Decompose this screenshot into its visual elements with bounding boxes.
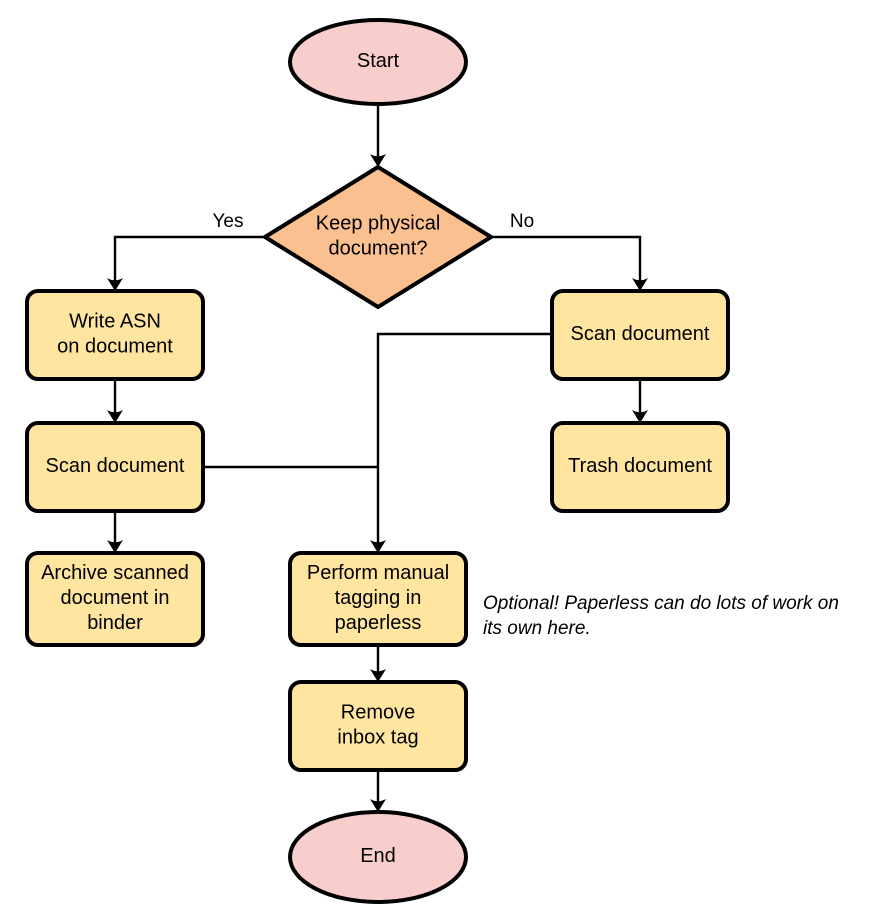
process-shape: [550, 421, 730, 513]
edge-decision-no: [491, 235, 648, 291]
decision-shape: [263, 165, 493, 309]
node-start[interactable]: Start: [288, 18, 468, 106]
edge-remove-to-end: [370, 770, 386, 812]
edge-start-to-decision: [370, 104, 386, 167]
arrowhead-icon: [632, 410, 648, 423]
node-trash-document[interactable]: Trash document: [550, 421, 730, 513]
node-scan-document-right[interactable]: Scan document: [550, 289, 730, 381]
node-end[interactable]: End: [288, 810, 468, 904]
edge-scan-right-to-tagging: [370, 332, 552, 553]
node-scan-document-left[interactable]: Scan document: [25, 421, 205, 513]
arrowhead-icon: [107, 278, 123, 291]
arrowhead-icon: [370, 540, 386, 553]
node-label: Scan document: [46, 455, 185, 477]
edges-layer: [107, 104, 648, 812]
arrowhead-icon: [107, 410, 123, 423]
edge-scan-left-to-archive: [107, 511, 123, 553]
annotation-optional-note: Optional! Paperless can do lots of work …: [483, 593, 839, 639]
annotations-layer: Optional! Paperless can do lots of work …: [483, 593, 839, 639]
arrowhead-icon: [370, 799, 386, 812]
edge-scan-right-to-trash: [632, 379, 648, 423]
edge-label-label-yes: Yes: [213, 211, 244, 232]
arrowhead-icon: [632, 278, 648, 291]
arrowhead-icon: [370, 669, 386, 682]
node-label: Trash document: [568, 455, 712, 477]
process-shape: [550, 289, 730, 381]
process-shape: [288, 680, 468, 772]
edge-label-label-no: No: [510, 211, 534, 232]
process-shape: [25, 421, 205, 513]
edge-labels-layer: Yes No: [213, 211, 535, 232]
process-shape: [288, 551, 468, 647]
node-label: Scan document: [571, 323, 710, 345]
node-label: End: [360, 845, 396, 867]
arrowhead-icon: [370, 154, 386, 167]
edge-asn-to-scan: [107, 379, 123, 423]
process-shape: [25, 289, 205, 381]
terminator-shape: [288, 810, 468, 904]
edge-tagging-to-remove: [370, 645, 386, 682]
process-shape: [25, 551, 205, 647]
terminator-shape: [288, 18, 468, 106]
arrowhead-icon: [107, 540, 123, 553]
edge-decision-yes: [107, 235, 265, 291]
node-label: Start: [357, 50, 400, 72]
